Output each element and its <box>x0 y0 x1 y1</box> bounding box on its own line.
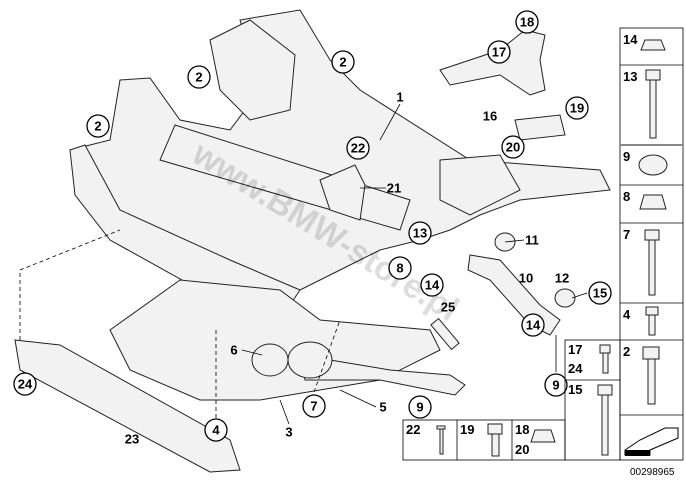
callout-8: 8 <box>388 256 412 280</box>
callout-24: 24 <box>13 372 37 396</box>
callout-22: 22 <box>346 136 370 160</box>
callout-circle <box>86 114 110 138</box>
hardware-label: 22 <box>406 422 420 437</box>
callout-6: 6 <box>230 343 237 358</box>
hardware-icons <box>436 39 679 457</box>
hardware-grid-labels: 14 13 9 8 7 4 2 17 24 15 22 19 18 20 <box>406 32 638 457</box>
callout-4: 4 <box>204 418 228 442</box>
callout-15: 15 <box>588 281 612 305</box>
callout-label: 8 <box>396 261 403 276</box>
callout-label: 17 <box>492 45 506 60</box>
hardware-label: 2 <box>623 344 630 359</box>
callout-label: 19 <box>570 101 584 116</box>
callout-2: 2 <box>331 50 355 74</box>
hardware-label: 9 <box>623 149 630 164</box>
hardware-label: 4 <box>623 307 631 322</box>
callout-label: 6 <box>230 343 237 358</box>
callout-5: 5 <box>379 400 386 415</box>
callout-label: 21 <box>387 181 401 196</box>
hardware-label: 18 <box>515 422 529 437</box>
axle-carrier <box>69 9 611 306</box>
callout-label: 23 <box>125 432 139 447</box>
callout-14: 14 <box>521 313 545 337</box>
hardware-label: 24 <box>568 361 583 376</box>
callout-circle <box>204 418 228 442</box>
callout-label: 2 <box>195 70 202 85</box>
callout-circle <box>501 135 525 159</box>
callout-label: 13 <box>413 226 427 241</box>
callout-2: 2 <box>187 65 211 89</box>
callout-label: 14 <box>526 318 541 333</box>
callout-label: 2 <box>94 119 101 134</box>
callout-circle <box>515 10 539 34</box>
callout-circle <box>544 373 568 397</box>
callout-circle <box>187 65 211 89</box>
hardware-label: 14 <box>623 32 638 47</box>
leader-lines <box>19 103 588 425</box>
callout-label: 7 <box>310 399 317 414</box>
callout-circle <box>302 394 326 418</box>
callout-label: 9 <box>416 400 423 415</box>
callout-7: 7 <box>302 394 326 418</box>
callout-16: 16 <box>483 109 497 124</box>
callout-10: 10 <box>519 271 533 286</box>
callout-label: 24 <box>18 377 33 392</box>
callout-circle <box>331 50 355 74</box>
callout-label: 5 <box>379 400 386 415</box>
callout-11: 11 <box>525 233 539 248</box>
callout-label: 10 <box>519 271 533 286</box>
callout-circle <box>408 221 432 245</box>
callout-2: 2 <box>86 114 110 138</box>
callout-circle <box>487 40 511 64</box>
hardware-label: 13 <box>623 69 637 84</box>
callout-circle <box>420 273 444 297</box>
callout-9: 9 <box>544 373 568 397</box>
hardware-label: 7 <box>623 227 630 242</box>
callout-circle <box>588 281 612 305</box>
callout-label: 2 <box>339 55 346 70</box>
hardware-label: 8 <box>623 189 630 204</box>
reference-number: 00298965 <box>630 467 675 478</box>
callout-9: 9 <box>408 395 432 419</box>
callout-label: 16 <box>483 109 497 124</box>
callout-label: 20 <box>506 140 520 155</box>
callout-12: 12 <box>555 271 569 286</box>
callout-14: 14 <box>420 273 444 297</box>
hardware-label: 19 <box>460 422 474 437</box>
callout-label: 12 <box>555 271 569 286</box>
callout-circle <box>388 256 412 280</box>
callout-17: 17 <box>487 40 511 64</box>
callout-1: 1 <box>396 90 403 105</box>
hardware-label: 15 <box>568 382 582 397</box>
callout-label: 14 <box>425 278 440 293</box>
callout-25: 25 <box>441 300 455 315</box>
callout-label: 9 <box>552 378 559 393</box>
hardware-grid <box>402 27 684 461</box>
callout-3: 3 <box>285 425 292 440</box>
callout-21: 21 <box>387 181 401 196</box>
callout-label: 11 <box>525 233 539 248</box>
callout-label: 18 <box>520 15 534 30</box>
callout-circle <box>13 372 37 396</box>
callout-label: 1 <box>396 90 403 105</box>
callout-19: 19 <box>565 96 589 120</box>
callout-circle <box>521 313 545 337</box>
callout-circle <box>565 96 589 120</box>
callout-label: 15 <box>593 286 607 301</box>
callout-label: 22 <box>351 141 365 156</box>
callout-20: 20 <box>501 135 525 159</box>
hardware-label: 17 <box>568 342 582 357</box>
hardware-label: 20 <box>515 442 529 457</box>
callout-label: 4 <box>212 423 220 438</box>
callout-label: 25 <box>441 300 455 315</box>
callout-circle <box>346 136 370 160</box>
callout-circle <box>408 395 432 419</box>
callout-23: 23 <box>125 432 139 447</box>
callout-13: 13 <box>408 221 432 245</box>
callout-label: 3 <box>285 425 292 440</box>
callout-18: 18 <box>515 10 539 34</box>
